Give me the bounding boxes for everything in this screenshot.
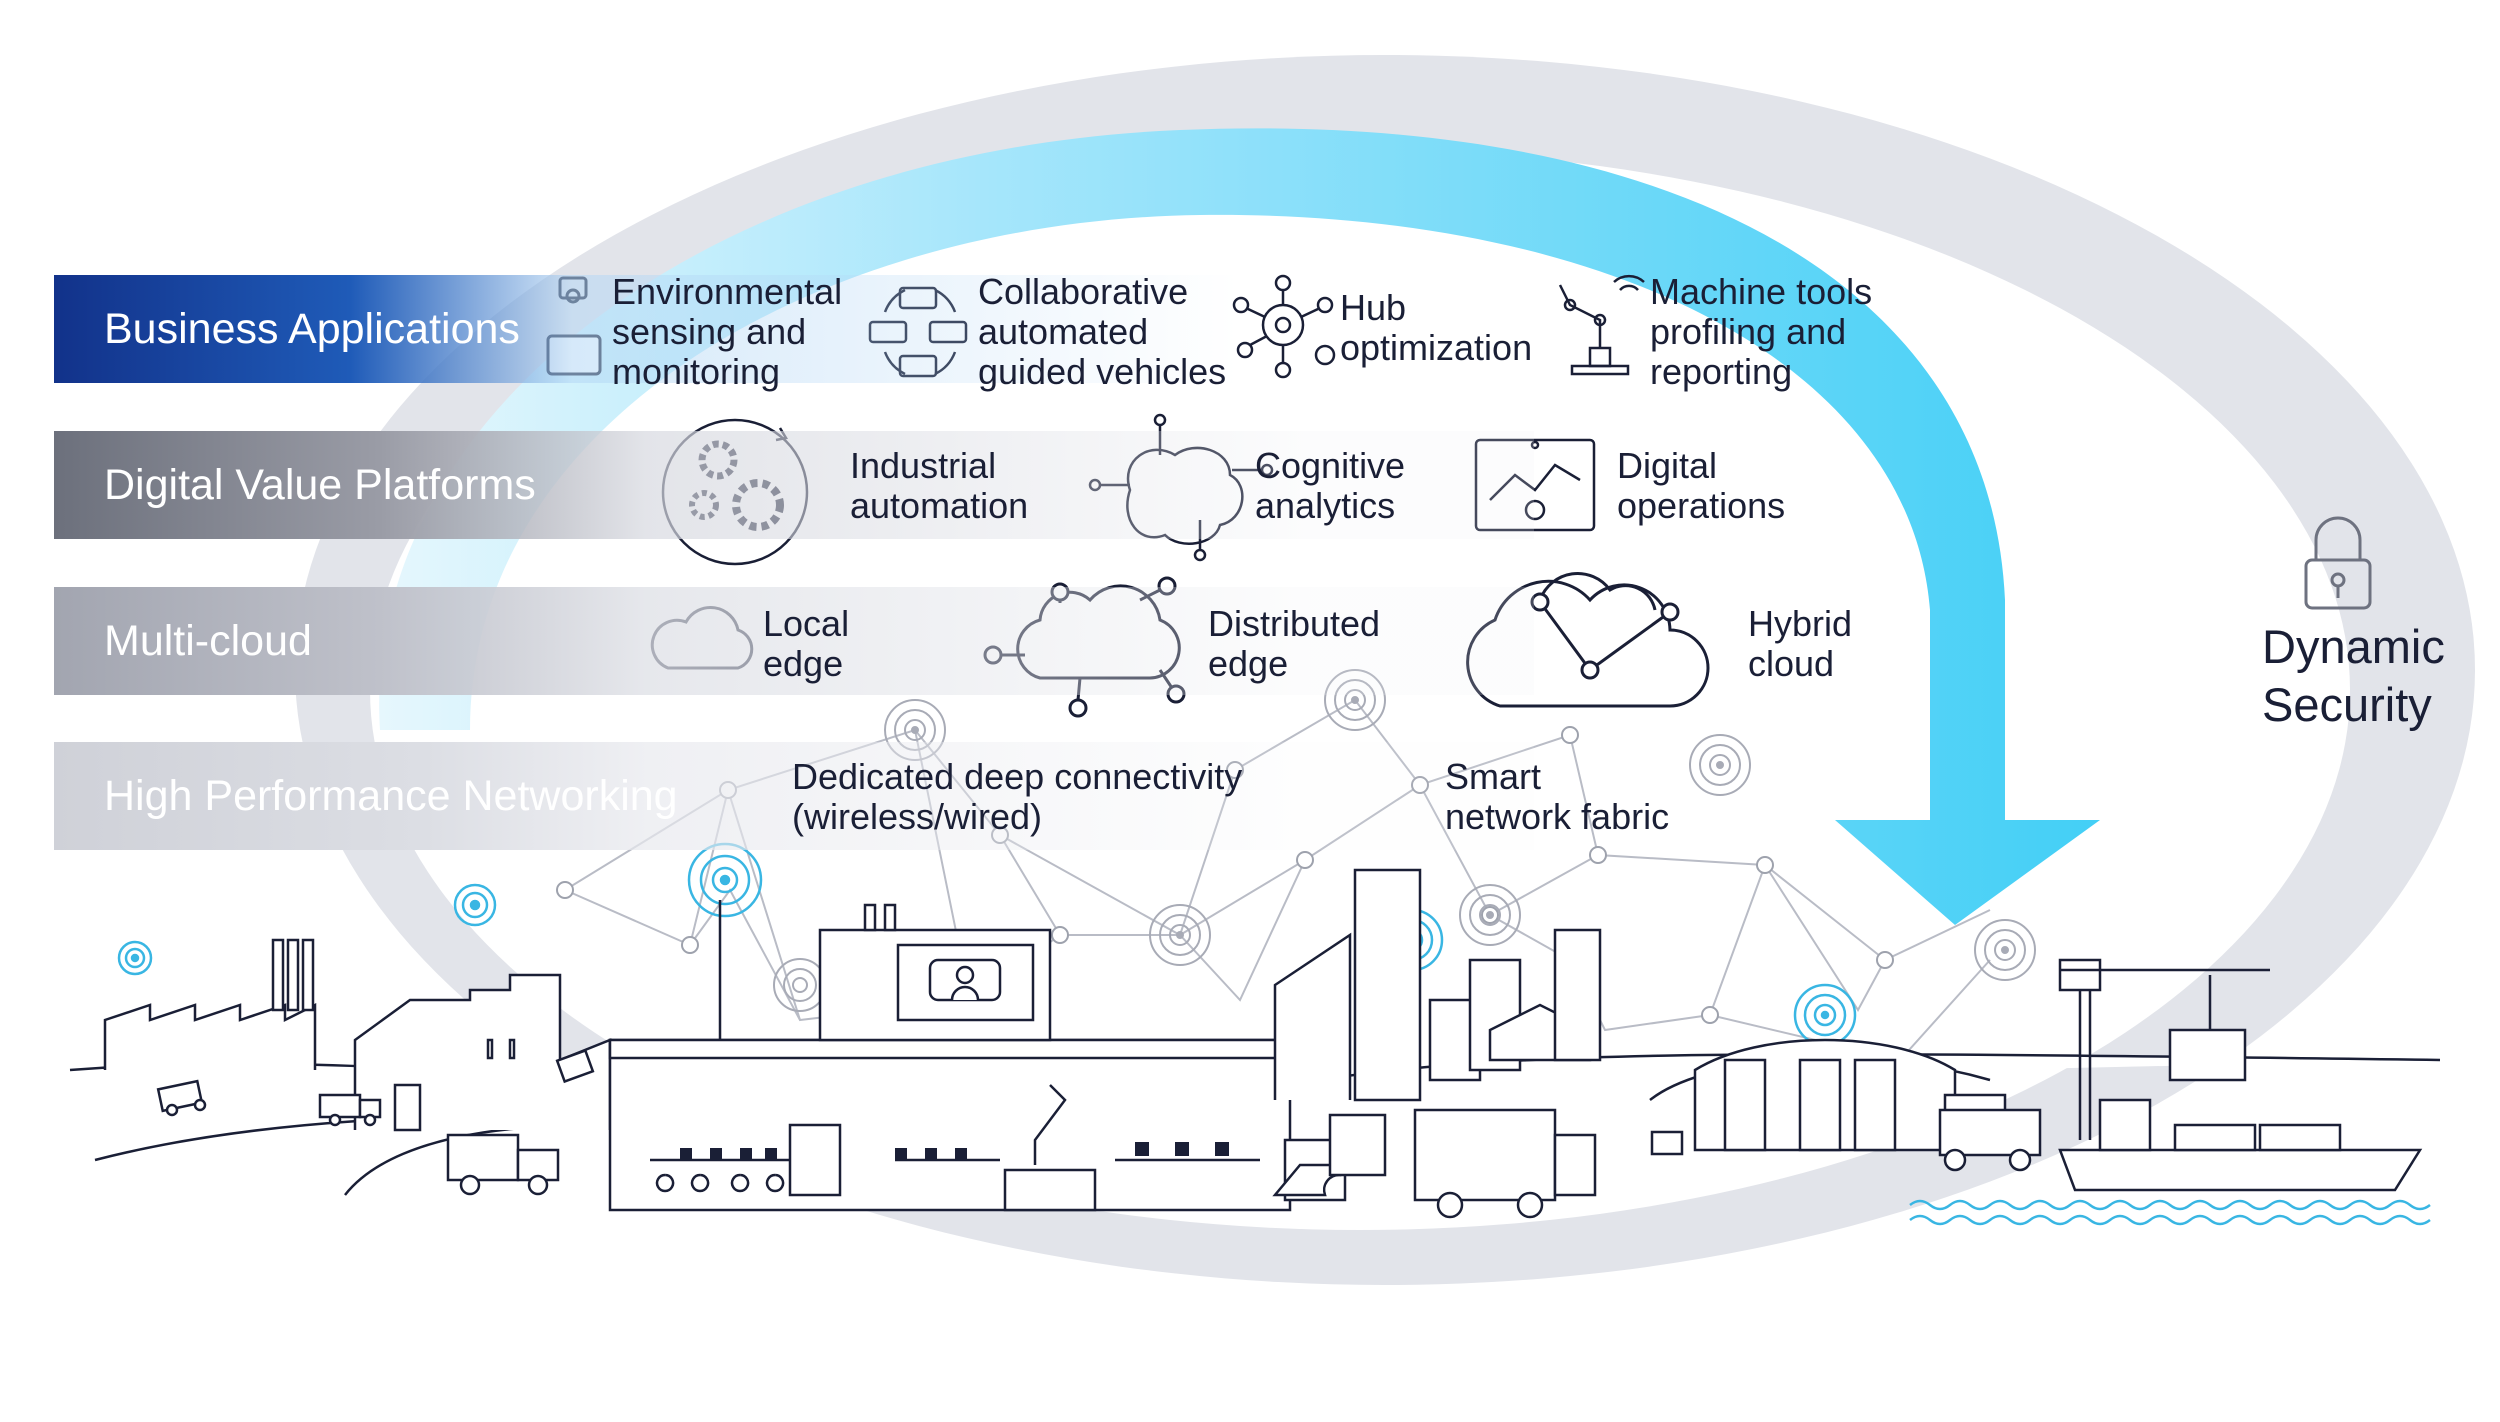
layer-multi-cloud: Multi-cloud [54,587,1534,695]
city-buildings [1273,868,1602,1219]
main-factory [608,900,1347,1212]
warehouse [1650,1038,2042,1172]
layer-label: Digital Value Platforms [104,460,536,509]
factory-left [103,938,612,1132]
signal-rings [773,669,2036,1012]
item-digital-operations: Digital operations [1617,445,1786,526]
item-cognitive-analytics: Cognitive analytics [1255,445,1406,526]
item-industrial-automation: Industrial automation [850,445,1029,526]
item-hybrid-cloud: Hybrid cloud [1748,603,1853,684]
layer-business-applications: Business Applications [54,275,1534,383]
item-local-edge: Local edge [763,603,850,684]
lock-icon [2304,516,2372,610]
layer-digital-value-platforms: Digital Value Platforms [54,431,1534,539]
item-smart-network-fabric: Smart network fabric [1445,756,1670,837]
layer-label: Multi-cloud [104,616,312,665]
item-dedicated-connectivity: Dedicated deep connectivity (wireless/wi… [792,756,1243,837]
layer-high-performance-networking: High Performance Networking [54,742,1534,850]
dynamic-security-label: Dynamic Security [2262,620,2445,731]
layer-label: High Performance Networking [104,771,678,820]
item-collaborative-agv: Collaborative automated guided vehicles [978,271,1227,392]
item-environmental-sensing: Environmental sensing and monitoring [612,271,843,392]
port [1909,958,2431,1226]
item-hub-optimization: Hub optimization [1340,287,1533,368]
cycle-arrow [379,128,2101,926]
item-distributed-edge: Distributed edge [1208,603,1381,684]
trucks [156,1079,560,1196]
item-machine-tools: Machine tools profiling and reporting [1650,271,1873,392]
robot-arm-icon [1558,274,1645,376]
layer-label: Business Applications [104,304,520,353]
